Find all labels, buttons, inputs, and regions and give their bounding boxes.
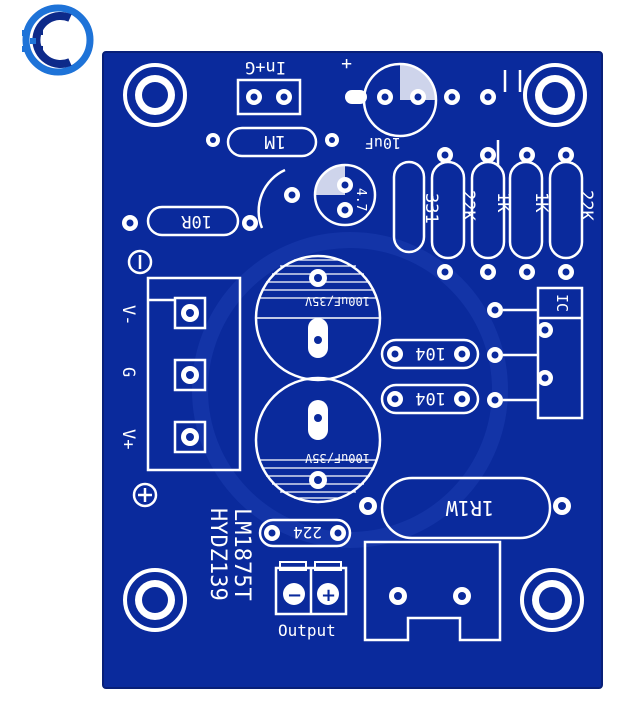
capacitor-104-a: 104 [380,338,480,370]
input-connector: In+G [236,57,302,116]
capacitor-10uf-label: 10uF [365,134,401,152]
resistor-22k-b: 22K [548,160,596,260]
chip-label: LM1875T [229,508,254,601]
resistor-1m: 1M [206,126,339,158]
power-plus-label: V+ [118,429,138,449]
capacitor-224-label: 224 [293,523,322,542]
mounting-hole-top-left [123,63,187,127]
ic-footprint: IC [487,286,584,420]
resistor-10r-label: 10R [181,211,212,231]
capacitor-100uf-bottom: 100uF/35V [254,376,382,504]
mounting-hole-bottom-right [520,568,584,632]
resistor-1k-a: 1K [470,160,513,260]
output-minus-label: − [287,585,302,606]
mounting-hole-top-right [523,63,587,127]
minus-symbol [127,249,153,275]
capacitor-100uf-top: 100uF/35V [254,254,382,382]
resistor-1r1w: 1R1W [359,476,571,540]
resistor-1r1w-label: 1R1W [445,496,494,520]
output-plus-label: + [321,585,336,606]
resistor-1k-b-label: 1K [531,192,551,213]
power-terminal: V- G V+ [118,276,242,472]
output-label: Output [278,621,336,640]
top-plus-label: + [341,53,352,74]
capacitor-4u7: 4.7 [313,163,377,227]
resistor-pads-row [437,264,574,280]
ic-label: IC [553,294,571,312]
capacitor-104-b-label: 104 [415,388,446,408]
minus-mark-label: − [134,267,135,269]
resistor-10r: 10R [122,205,258,237]
resistor-1m-label: 1M [264,131,286,152]
mounting-hole-bottom-left [123,568,187,632]
brand-logo [22,4,94,76]
plus-mark-label: + [140,499,141,501]
power-ground-label: G [118,367,138,377]
capacitor-100uf-bottom-label: 100uF/35V [305,451,370,465]
capacitor-224: 224 [258,518,352,548]
capacitor-104-b: 104 [380,383,480,415]
plus-symbol [132,482,158,508]
resistor-22k-b-label: 22K [576,190,596,221]
top-right-pads [437,89,574,163]
transistor-footprint [363,540,502,642]
capacitor-100uf-top-label: 100uF/35V [305,294,370,308]
resistor-22k-a-label: 22K [458,190,478,221]
capacitor-10uf: 10uF [345,62,438,152]
capacitor-4u7-label: 4.7 [353,188,368,211]
resistor-1k-b: 1K [508,160,551,260]
capacitor-104-a-label: 104 [415,343,446,363]
resistor-1k-a-label: 1K [493,192,513,213]
output-terminal: − + Output [274,561,348,640]
power-minus-label: V- [118,305,138,325]
model-label: HYDZ139 [205,508,230,601]
input-gain-label: In+G [245,57,286,77]
